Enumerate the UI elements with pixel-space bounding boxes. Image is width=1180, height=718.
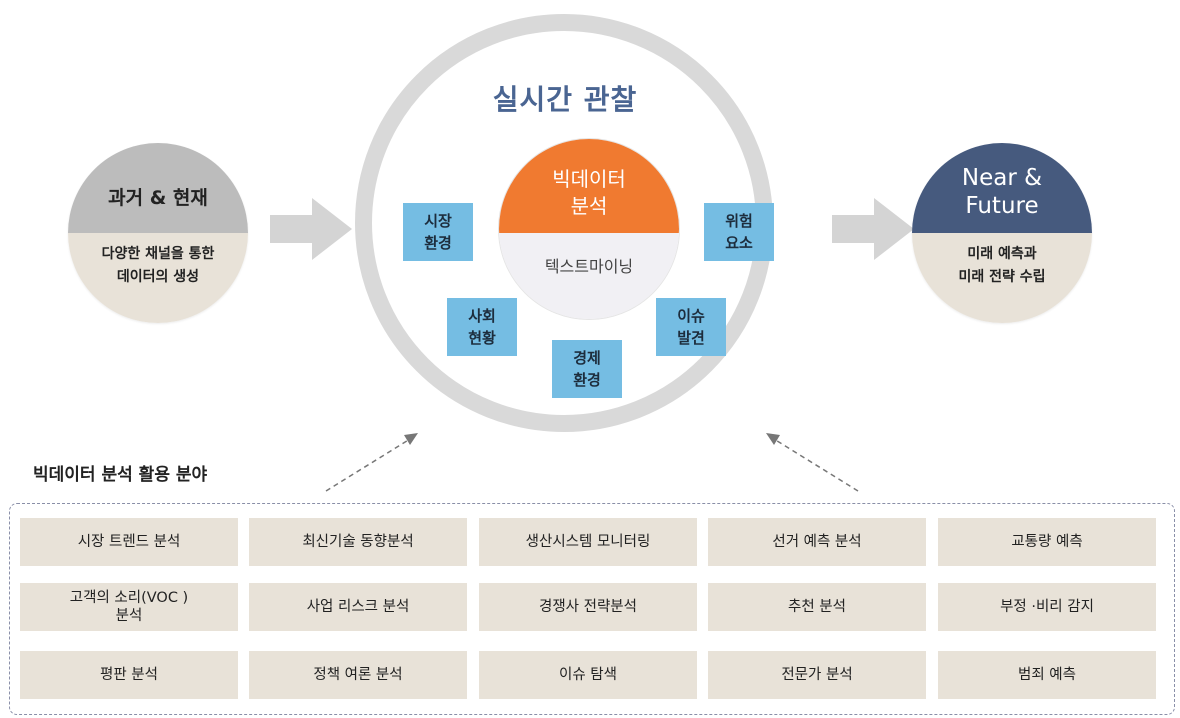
- application-item: 교통량 예측: [938, 518, 1156, 566]
- realtime-observation-title: 실시간 관찰: [492, 83, 638, 116]
- application-item: 경쟁사 전략분석: [479, 583, 697, 631]
- past-desc-line1: 다양한 채널을 통한: [101, 246, 215, 262]
- tag-social-status: 사회 현황: [447, 298, 517, 356]
- right-arrow-icon-left: [270, 198, 352, 260]
- application-item: 시장 트렌드 분석: [20, 518, 238, 566]
- application-item: 전문가 분석: [708, 651, 926, 699]
- past-present-title: 과거 & 현재: [68, 143, 248, 233]
- application-item: 부정 ·비리 감지: [938, 583, 1156, 631]
- near-future-title-line1: Near &: [961, 165, 1043, 191]
- application-item: 이슈 탐색: [479, 651, 697, 699]
- tag-issue-discovery: 이슈 발견: [656, 298, 726, 356]
- near-future-title: Near & Future: [912, 143, 1092, 233]
- past-present-circle: 과거 & 현재 다양한 채널을 통한 데이터의 생성: [68, 143, 248, 323]
- future-desc-line2: 미래 전략 수립: [958, 269, 1046, 285]
- application-item: 추천 분석: [708, 583, 926, 631]
- near-future-circle: Near & Future 미래 예측과 미래 전략 수립: [912, 143, 1092, 323]
- bigdata-label-line1: 빅데이터: [552, 166, 626, 191]
- application-item: 범죄 예측: [938, 651, 1156, 699]
- text-mining-label: 텍스트마이닝: [499, 232, 679, 319]
- dashed-arrow-icon-left: [325, 433, 418, 492]
- bigdata-label-line2: 분석: [570, 193, 608, 218]
- near-future-description: 미래 예측과 미래 전략 수립: [912, 233, 1092, 323]
- application-item: 정책 여론 분석: [249, 651, 467, 699]
- application-item: 평판 분석: [20, 651, 238, 699]
- past-desc-line2: 데이터의 생성: [116, 269, 200, 285]
- application-item: 선거 예측 분석: [708, 518, 926, 566]
- tag-risk-factor: 위험 요소: [704, 203, 774, 261]
- application-item: 최신기술 동향분석: [249, 518, 467, 566]
- bigdata-analysis-label: 빅데이터 분석: [499, 139, 679, 233]
- past-present-description: 다양한 채널을 통한 데이터의 생성: [68, 233, 248, 323]
- tag-economic-environment: 경제 환경: [552, 340, 622, 398]
- right-arrow-icon-right: [832, 198, 914, 260]
- applications-container: [9, 503, 1175, 715]
- application-item: 사업 리스크 분석: [249, 583, 467, 631]
- bigdata-analysis-core: 빅데이터 분석 텍스트마이닝: [498, 138, 680, 320]
- applications-section-title: 빅데이터 분석 활용 분야: [33, 465, 208, 485]
- application-item: 생산시스템 모니터링: [479, 518, 697, 566]
- future-desc-line1: 미래 예측과: [967, 246, 1037, 262]
- application-item: 고객의 소리(VOC ) 분석: [20, 583, 238, 631]
- tag-market-environment: 시장 환경: [403, 203, 473, 261]
- near-future-title-line2: Future: [965, 193, 1039, 219]
- dashed-arrow-icon-right: [766, 433, 859, 492]
